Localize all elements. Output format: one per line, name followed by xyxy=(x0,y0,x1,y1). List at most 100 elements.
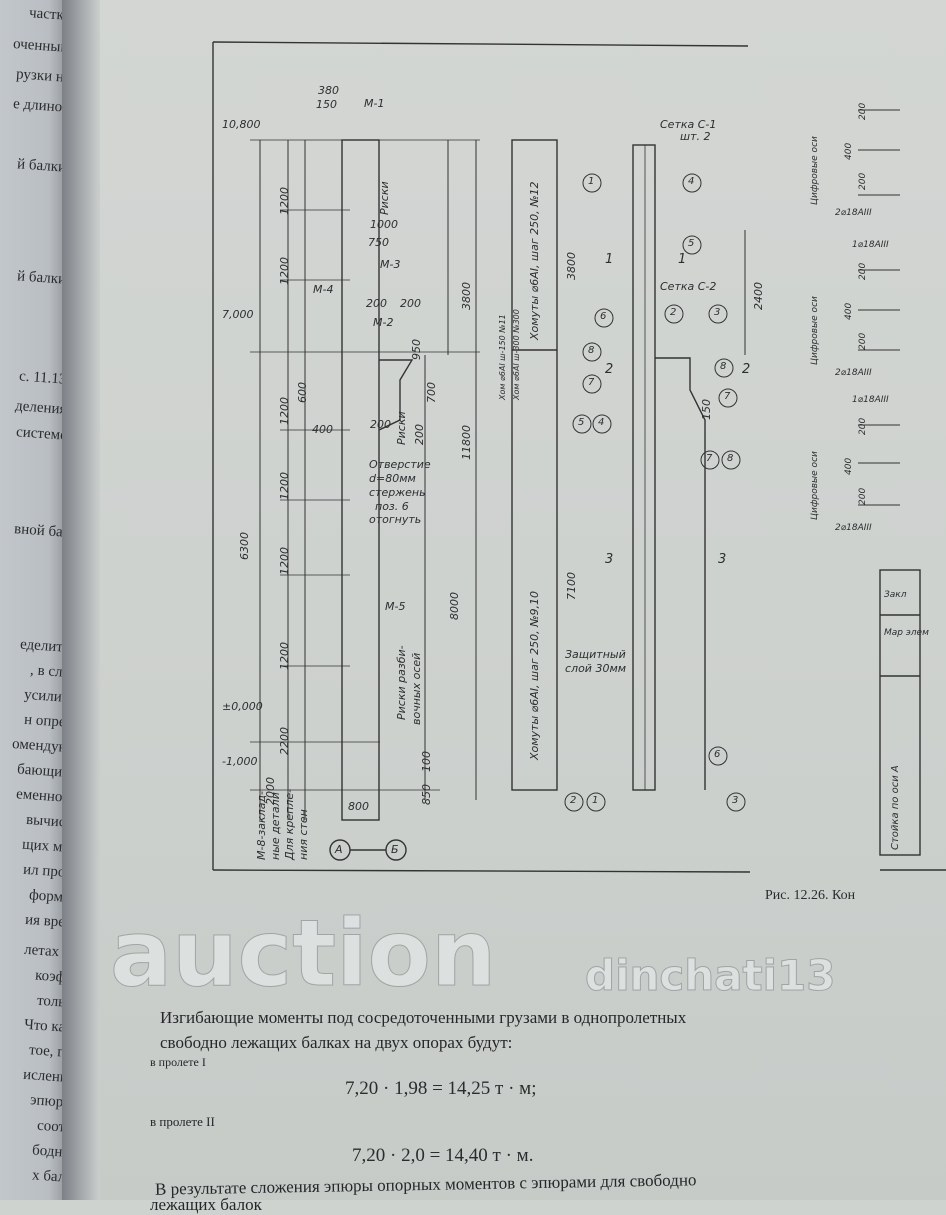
stirrups-note: 7100 xyxy=(565,572,578,600)
section-mark: 3 xyxy=(718,552,727,567)
section-dimension: 400 xyxy=(844,302,854,320)
position-number: 4 xyxy=(598,417,605,428)
stirrups-note: Хомуты ⌀6АI, шаг 250, №12 xyxy=(528,181,541,340)
position-circle xyxy=(714,358,734,378)
dimension-label: 1000 xyxy=(370,218,398,231)
embedded-parts-note: ные детали xyxy=(269,792,282,860)
position-number: 8 xyxy=(588,345,595,356)
dimension-label: 11800 xyxy=(460,425,473,460)
position-number: 2 xyxy=(670,307,677,318)
position-number: 7 xyxy=(724,391,731,402)
digital-axes-label: Цифровые оси xyxy=(810,451,820,520)
position-circle xyxy=(708,746,728,766)
position-number: 2 xyxy=(570,795,577,806)
position-circle xyxy=(586,792,606,812)
corbel xyxy=(378,359,414,431)
position-circle xyxy=(582,173,602,193)
position-number: 6 xyxy=(600,311,607,322)
position-number: 1 xyxy=(592,795,599,806)
position-number: 3 xyxy=(714,307,721,318)
section-mark: 1 xyxy=(678,252,687,267)
spec-table xyxy=(879,569,921,856)
formula-2: 7,20 · 2,0 = 14,40 т · м. xyxy=(352,1145,534,1166)
position-circle xyxy=(664,304,684,324)
section-mark: 2 xyxy=(605,362,614,377)
dimension-label: поз. 6 xyxy=(375,500,409,513)
right-page xyxy=(100,0,946,1200)
watermark-user: dinchati13 xyxy=(584,951,836,1000)
position-circle xyxy=(592,414,612,434)
span-label-1: в пролете I xyxy=(150,1055,206,1069)
position-circle xyxy=(718,388,738,408)
axis-b-label: Б xyxy=(391,843,399,856)
section-dimension: 200 xyxy=(858,102,868,120)
dimension-label: 400 xyxy=(312,423,333,436)
section-dimension: 400 xyxy=(844,142,854,160)
section-dimension: 200 xyxy=(858,487,868,505)
position-number: 6 xyxy=(714,749,721,760)
rebar-column xyxy=(632,144,656,791)
section-mark: 3 xyxy=(605,552,614,567)
dimension-label: 1200 xyxy=(278,547,291,575)
dimension-label: Риски разби- xyxy=(395,645,408,720)
dimension-label: 850 xyxy=(420,784,433,805)
position-number: 7 xyxy=(588,377,595,388)
section-dimension: 200 xyxy=(858,332,868,350)
dimension-label: отогнуть xyxy=(369,513,422,526)
table-cell: Мар элем xyxy=(884,628,929,638)
position-number: 7 xyxy=(706,453,713,464)
position-circle xyxy=(582,374,602,394)
dimension-label: M-2 xyxy=(373,316,394,329)
dimension-label: 3800 xyxy=(460,282,473,310)
dimension-label: 150 xyxy=(700,399,713,420)
dimension-label: M-3 xyxy=(380,258,401,271)
position-circle xyxy=(726,792,746,812)
stirrups-note: 3800 xyxy=(565,252,578,280)
section-dimension: 400 xyxy=(844,457,854,475)
position-circle xyxy=(721,450,741,470)
dimension-label: 200 xyxy=(366,297,387,310)
watermark-auction: auction xyxy=(109,900,497,1007)
digital-axes-label: Цифровые оси xyxy=(810,136,820,205)
dimension-label: 600 xyxy=(296,382,309,403)
position-circle xyxy=(594,308,614,328)
bars-top-label: 1⌀18АIII xyxy=(852,395,889,405)
dimension-label: 200 xyxy=(400,297,421,310)
embedded-parts-note: Для крепле- xyxy=(283,788,296,860)
span-label-2: в пролете II xyxy=(150,1114,215,1129)
elevation-mark: ±0,000 xyxy=(222,700,263,713)
dimension-label: 2200 xyxy=(278,727,291,755)
position-number: 8 xyxy=(727,453,734,464)
position-number: 5 xyxy=(578,417,585,428)
cover-label: Защитный xyxy=(565,648,626,661)
frame-top xyxy=(212,41,749,47)
axis-a-label: А xyxy=(335,843,343,856)
elevation-mark: 10,800 xyxy=(222,118,261,131)
embedded-parts-note: ния стен xyxy=(297,809,310,860)
dimension-label: 1200 xyxy=(278,257,291,285)
elevation-mark: 7,000 xyxy=(222,308,254,321)
bars-top-label: 1⌀18АIII xyxy=(852,240,889,250)
bars-bottom-label: 2⌀18АIII xyxy=(835,368,872,378)
dimension-label: 750 xyxy=(368,236,389,249)
position-circle xyxy=(582,342,602,362)
dimension-label: 1200 xyxy=(278,642,291,670)
dimension-label: 700 xyxy=(425,382,438,403)
dimension-label: 950 xyxy=(410,339,423,360)
position-circle xyxy=(708,304,728,324)
position-circle xyxy=(564,792,584,812)
body-line-4: лежащих балок xyxy=(150,1195,262,1214)
dimension-label: 2400 xyxy=(752,282,765,310)
position-number: 5 xyxy=(688,238,695,249)
dimension-label: стержень xyxy=(369,486,426,499)
position-number: 4 xyxy=(688,176,695,187)
dimension-label: 200 xyxy=(413,424,426,445)
table-cell: Стойка по оси А xyxy=(890,765,901,850)
book-gutter xyxy=(62,0,102,1200)
dimension-label: 800 xyxy=(348,800,369,813)
body-line-1: Изгибающие моменты под сосредоточенными … xyxy=(160,1008,687,1027)
stirrups-note: Хом ⌀6АI ш-300 №300 xyxy=(512,309,521,400)
position-number: 1 xyxy=(588,176,595,187)
section-mark: 2 xyxy=(742,362,751,377)
